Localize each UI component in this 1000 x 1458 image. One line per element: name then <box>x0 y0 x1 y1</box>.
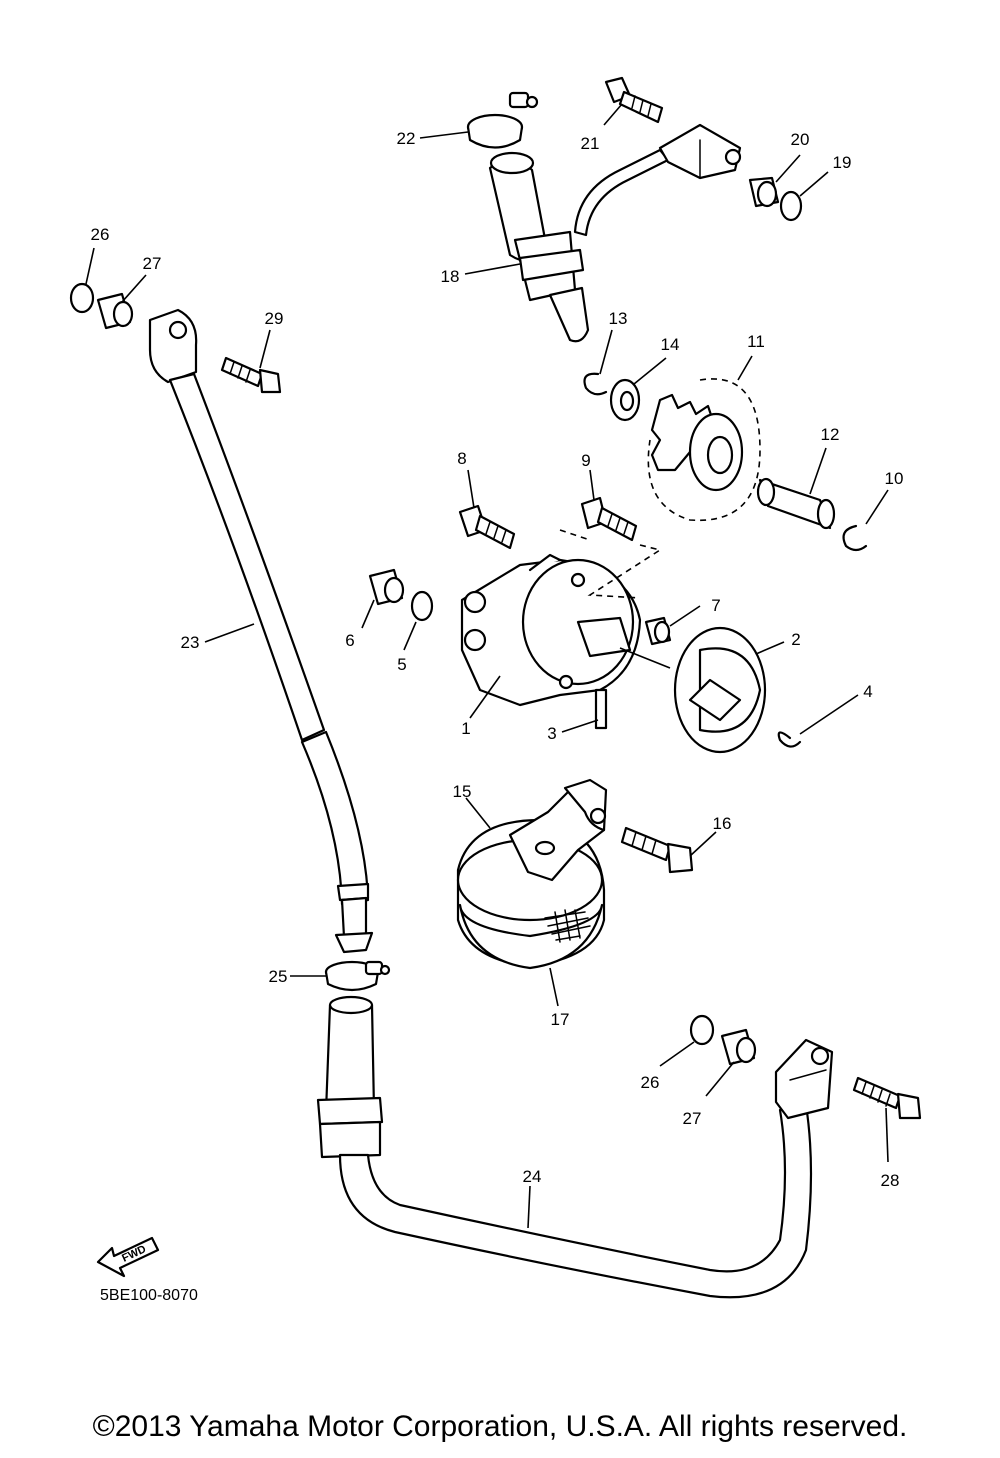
callout-25: 25 <box>269 967 288 986</box>
callout-26a: 26 <box>91 225 110 244</box>
callout-14: 14 <box>661 335 680 354</box>
callout-28: 28 <box>881 1171 900 1190</box>
bolt-strainer <box>620 826 694 874</box>
callout-23: 23 <box>181 633 200 652</box>
callout-9: 9 <box>581 451 590 470</box>
leader-lines <box>85 103 889 1229</box>
alignment-line <box>619 647 671 669</box>
callout-18: 18 <box>441 267 460 286</box>
bolt-top <box>604 76 664 124</box>
o-ring-pump <box>410 590 434 622</box>
collar-pump-left <box>368 568 405 606</box>
callout-21: 21 <box>581 134 600 153</box>
circlip-right <box>777 731 802 748</box>
oil-pipe-left <box>148 308 374 954</box>
bolt-pump-9 <box>580 496 638 542</box>
callout-13: 13 <box>609 309 628 328</box>
callout-27b: 27 <box>683 1109 702 1128</box>
oil-delivery-pipe <box>488 123 742 343</box>
callout-labels: 22 21 20 19 18 26 27 29 13 14 11 12 10 8… <box>91 129 904 1190</box>
callout-29: 29 <box>265 309 284 328</box>
oil-strainer-screen <box>458 903 604 970</box>
callout-10: 10 <box>885 469 904 488</box>
alignment-line <box>559 529 591 541</box>
drawing-code: 5BE100-8070 <box>100 1287 198 1304</box>
bolt-pump-8 <box>458 504 516 550</box>
callout-20: 20 <box>791 130 810 149</box>
oil-pipe-lower <box>316 995 834 1299</box>
oil-pump-rotor <box>673 626 767 754</box>
callout-11: 11 <box>747 332 765 351</box>
callout-26b: 26 <box>641 1073 660 1092</box>
o-ring-lower-right <box>689 1014 715 1046</box>
callout-1: 1 <box>461 719 470 738</box>
collar-lower-right <box>720 1028 757 1066</box>
hose-clamp-lower <box>324 960 391 992</box>
fwd-arrow-icon: FWD <box>96 1236 160 1278</box>
copyright-notice: ©2013 Yamaha Motor Corporation, U.S.A. A… <box>92 1410 908 1443</box>
callout-16: 16 <box>713 814 732 833</box>
plain-washer <box>609 378 641 422</box>
callout-4: 4 <box>863 682 872 701</box>
dowel-pin <box>594 688 608 730</box>
oil-pump <box>460 553 642 707</box>
collar-left <box>96 292 134 330</box>
callout-6: 6 <box>345 631 354 650</box>
o-ring-left <box>69 282 95 314</box>
bolt-left <box>220 356 282 394</box>
collar-top-right <box>748 176 780 208</box>
pump-shaft <box>756 477 836 530</box>
circlip-top <box>583 372 608 396</box>
callout-24: 24 <box>523 1167 542 1186</box>
circlip-shaft <box>842 524 868 552</box>
driven-gear <box>647 378 761 522</box>
callout-5: 5 <box>397 655 406 674</box>
callout-3: 3 <box>547 724 556 743</box>
callout-17: 17 <box>551 1010 570 1029</box>
callout-8: 8 <box>457 449 466 468</box>
callout-19: 19 <box>833 153 852 172</box>
callout-2: 2 <box>791 630 800 649</box>
callout-15: 15 <box>453 782 472 801</box>
callout-12: 12 <box>821 425 840 444</box>
hose-clamp-top <box>466 91 539 149</box>
o-ring-top-right <box>779 190 803 222</box>
callout-22: 22 <box>397 129 416 148</box>
collar-pump <box>644 616 672 646</box>
callout-7: 7 <box>711 596 720 615</box>
bolt-lower-right <box>852 1076 922 1120</box>
callout-27a: 27 <box>143 254 162 273</box>
